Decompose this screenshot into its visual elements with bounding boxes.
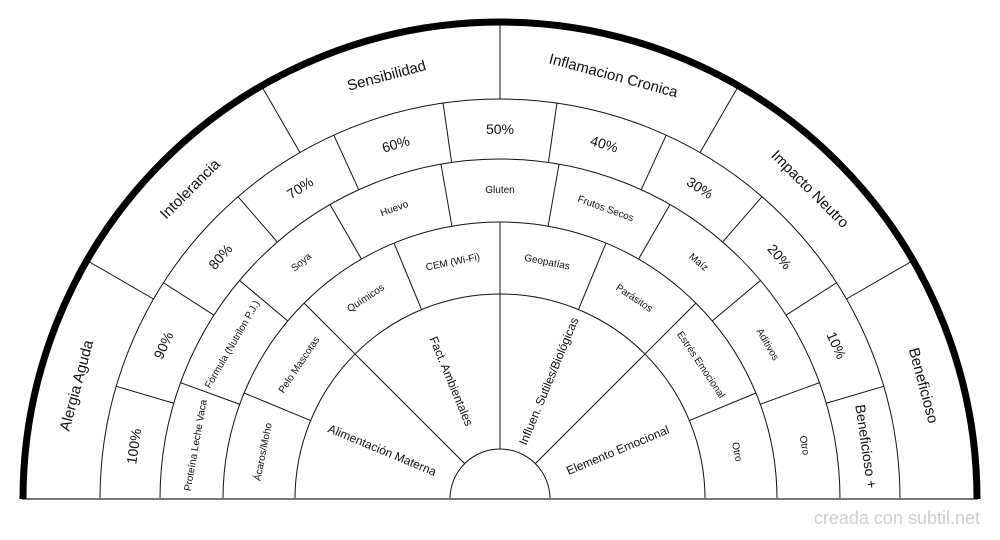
segment-divider (644, 302, 697, 355)
segment-divider (535, 353, 646, 464)
percentage-label[interactable]: 80% (205, 241, 235, 273)
segment-divider (722, 196, 763, 243)
segment-divider (393, 242, 423, 310)
segment-divider (699, 86, 739, 153)
percentage-label[interactable]: 100% (123, 427, 144, 465)
factor-label[interactable]: Geopatías (523, 253, 570, 273)
ring-boundary (449, 448, 551, 500)
food-label[interactable]: Gluten (485, 185, 514, 196)
segment-divider (785, 282, 837, 316)
segment-divider (547, 164, 560, 227)
percentage-label[interactable]: Beneficioso + (852, 403, 880, 489)
segment-divider (760, 382, 820, 405)
segment-divider (116, 385, 174, 404)
factor-label[interactable]: Ácaros/Moho (251, 421, 275, 482)
segment-divider (354, 353, 465, 464)
group-label[interactable]: Fact. Ambientales (426, 334, 475, 427)
factor-label[interactable]: Otro (729, 441, 744, 463)
segment-divider (261, 86, 301, 153)
outer-arc (19, 18, 981, 500)
percentage-label[interactable]: 40% (589, 132, 620, 155)
percentage-label[interactable]: 30% (684, 173, 716, 202)
factor-label[interactable]: Parásitos (614, 282, 655, 314)
category-label[interactable]: Intolerancia (157, 155, 224, 222)
food-label[interactable]: Aditivos (754, 327, 781, 363)
food-label[interactable]: Frutos Secos (576, 194, 635, 224)
group-label[interactable]: Elemento Emocional (564, 423, 671, 478)
segment-divider (547, 103, 558, 163)
factor-label[interactable]: Estrés Emocional (674, 330, 726, 401)
food-label[interactable]: Proteína Leche Vaca (183, 398, 210, 492)
food-label[interactable]: Huevo (379, 199, 410, 219)
food-label[interactable]: Otro (797, 435, 811, 456)
segment-divider (243, 392, 311, 422)
segment-divider (711, 280, 761, 322)
segment-divider (239, 280, 289, 322)
factor-label[interactable]: Químicos (345, 282, 386, 315)
percentage-label[interactable]: 10% (823, 329, 849, 361)
segment-divider (303, 302, 356, 355)
food-label[interactable]: Maíz (686, 251, 710, 273)
percentage-label[interactable]: 70% (284, 173, 316, 202)
segment-divider (163, 282, 215, 316)
percentage-label[interactable]: 20% (764, 241, 794, 273)
segment-divider (333, 134, 360, 190)
food-label[interactable]: Fórmula (Nutrilon P.J.) (203, 299, 262, 390)
segment-divider (638, 204, 671, 260)
segment-divider (640, 134, 667, 190)
segment-divider (440, 164, 453, 227)
category-label[interactable]: Alergia Aguda (57, 338, 98, 433)
watermark: creada con subtil.net (813, 508, 980, 528)
segment-divider (689, 392, 757, 422)
ring-boundary (159, 158, 841, 500)
percentage-label[interactable]: 60% (380, 132, 411, 155)
segment-divider (237, 196, 278, 243)
segment-divider (329, 204, 362, 260)
segment-divider (87, 260, 154, 300)
segment-divider (180, 382, 240, 405)
factor-label[interactable]: CEM (Wi-Fi) (425, 252, 481, 274)
factor-label[interactable]: Pelo Mascotas (277, 335, 323, 396)
segment-divider (846, 260, 913, 300)
segment-divider (577, 242, 607, 310)
food-label[interactable]: Soya (289, 251, 314, 274)
segment-divider (826, 385, 884, 404)
category-label[interactable]: Beneficioso (905, 346, 941, 425)
percentage-label[interactable]: 50% (486, 121, 514, 137)
percentage-label[interactable]: 90% (150, 329, 176, 361)
category-label[interactable]: Inflamacion Cronica (547, 51, 680, 102)
category-label[interactable]: Sensibilidad (345, 57, 428, 94)
group-label[interactable]: Alimentación Materna (326, 422, 439, 479)
segment-divider (442, 103, 453, 163)
